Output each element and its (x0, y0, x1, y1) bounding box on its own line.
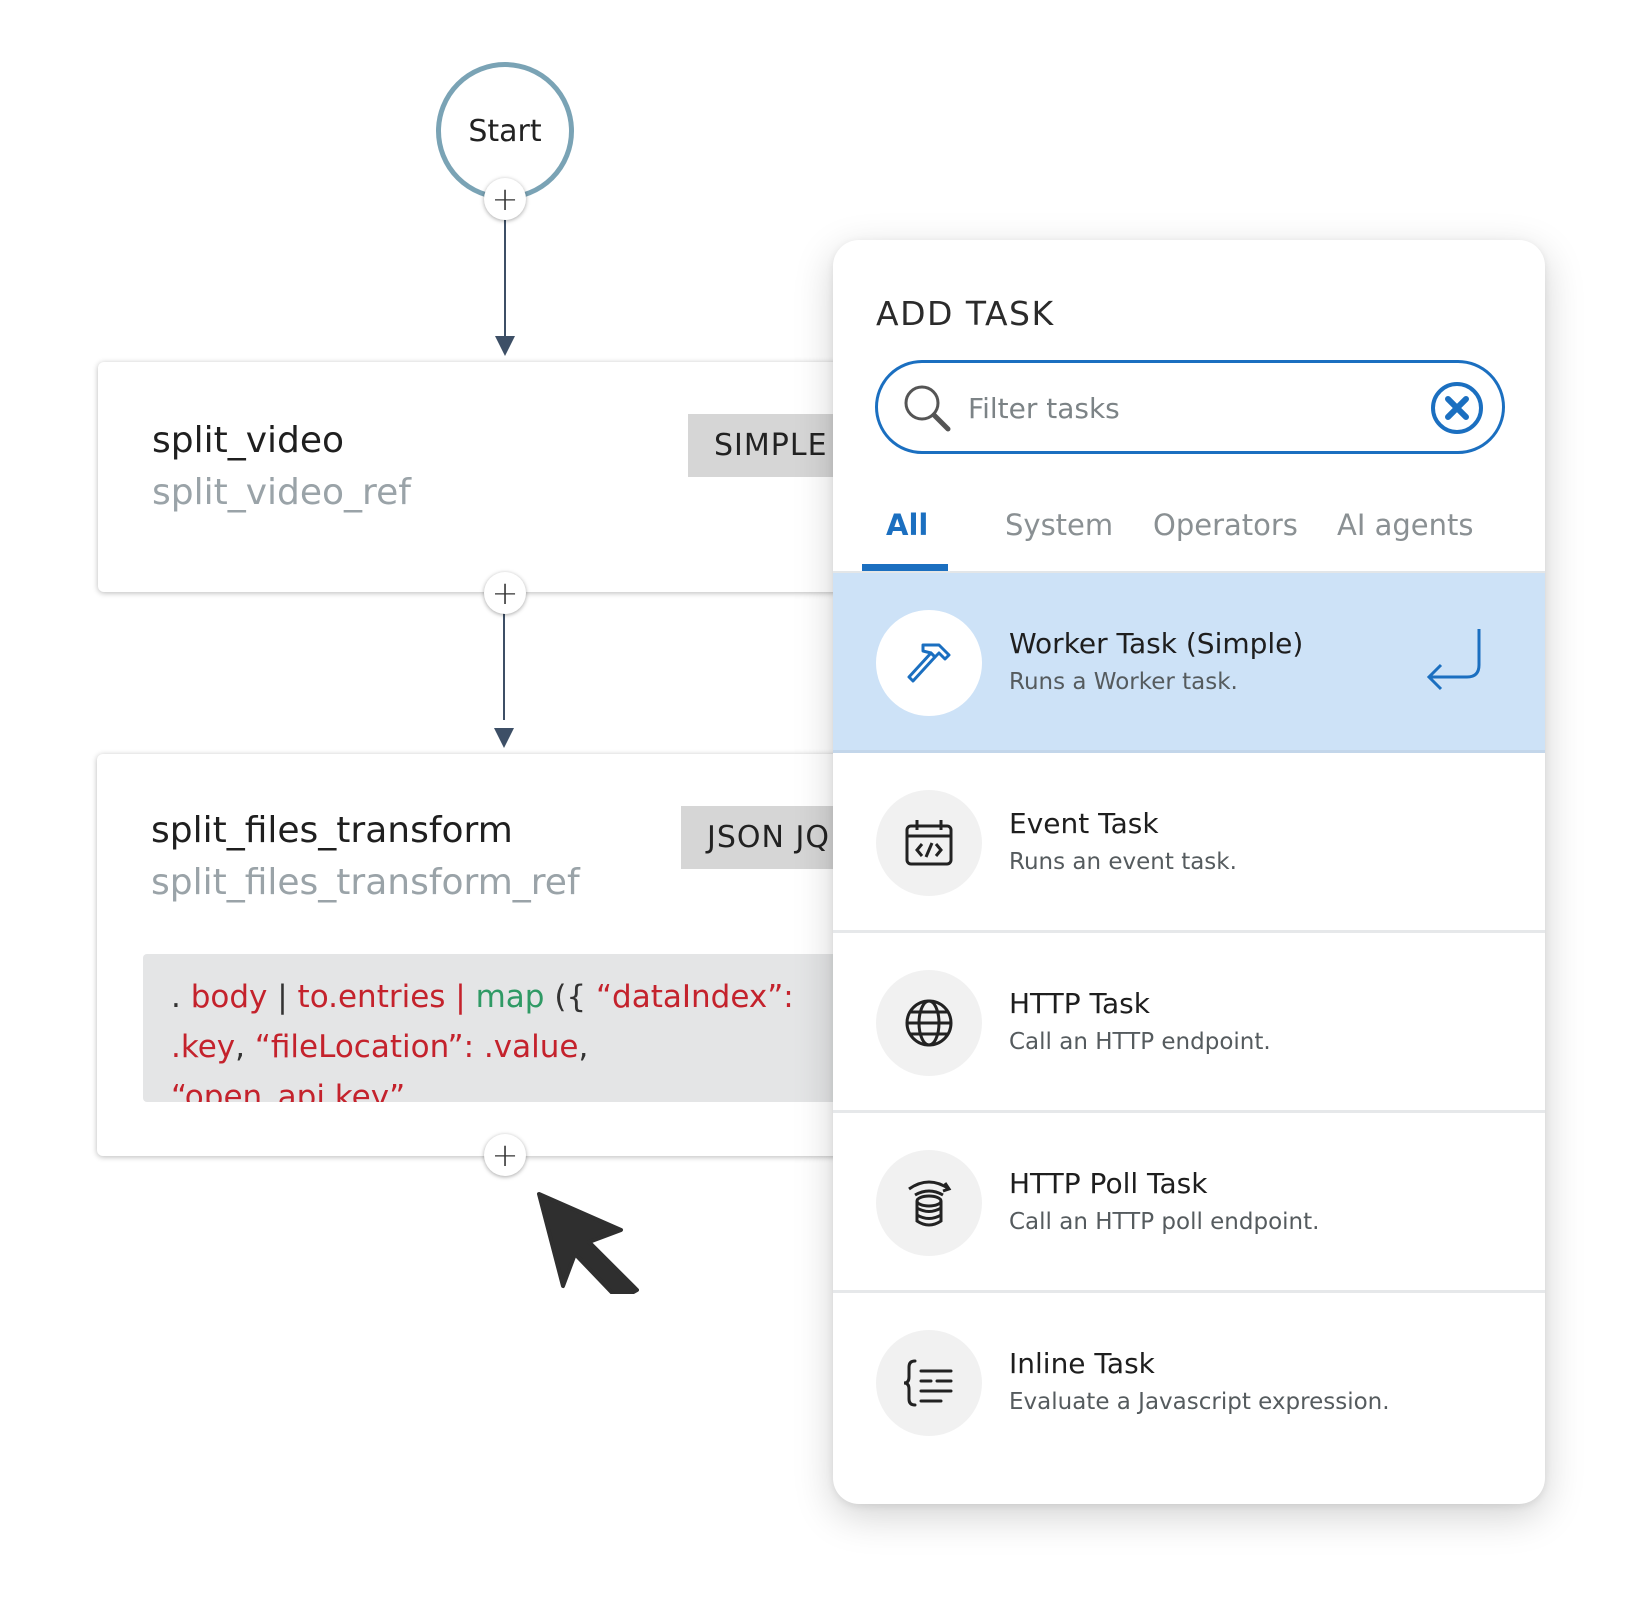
task-ref: split_video_ref (152, 472, 411, 513)
connector-arrow (494, 728, 514, 748)
code-token: .key (171, 1029, 236, 1065)
code-token: , (235, 1029, 255, 1065)
tab-operators[interactable]: Operators (1153, 508, 1298, 542)
panel-title: ADD TASK (876, 294, 1055, 333)
calendar-code-icon (876, 790, 982, 896)
task-ref: split_files_transform_ref (151, 862, 580, 903)
task-option-title: Event Task (1009, 807, 1159, 840)
task-option-description: Call an HTTP poll endpoint. (1009, 1209, 1320, 1235)
task-name: split_files_transform (151, 810, 513, 851)
jq-expression-block: . body | to.entries | map ({ “dataIndex”… (143, 954, 863, 1102)
task-option-description: Evaluate a Javascript expression. (1009, 1389, 1390, 1415)
code-line-3: “open_api key” (171, 1072, 835, 1102)
task-option-http[interactable]: HTTP Task Call an HTTP endpoint. (833, 933, 1545, 1113)
code-token: | (445, 979, 476, 1015)
task-option-http-poll[interactable]: HTTP Poll Task Call an HTTP poll endpoin… (833, 1113, 1545, 1293)
connector-line (504, 218, 506, 344)
search-box[interactable] (875, 360, 1505, 454)
code-token: .value (474, 1029, 579, 1065)
task-type-badge: SIMPLE (688, 414, 854, 477)
task-option-description: Call an HTTP endpoint. (1009, 1029, 1271, 1055)
active-tab-indicator (862, 564, 948, 572)
code-braces-icon (876, 1330, 982, 1436)
clear-search-icon[interactable] (1429, 380, 1485, 436)
task-list: Worker Task (Simple) Runs a Worker task. (833, 573, 1545, 1473)
task-option-title: Inline Task (1009, 1347, 1155, 1380)
tab-ai-agents[interactable]: AI agents (1337, 508, 1474, 542)
code-token: map (475, 979, 545, 1015)
globe-icon (876, 970, 982, 1076)
start-label: Start (468, 113, 542, 149)
add-task-button[interactable]: + (484, 1134, 526, 1176)
connector-line (503, 612, 505, 720)
add-task-button[interactable]: + (484, 572, 526, 614)
add-task-button[interactable]: + (484, 178, 526, 220)
tab-all[interactable]: All (886, 508, 929, 542)
task-option-description: Runs a Worker task. (1009, 669, 1238, 695)
code-token: “dataIndex”: (596, 979, 794, 1015)
code-line-2: .key, “fileLocation”: .value, (171, 1022, 835, 1072)
code-token: to.entries (297, 979, 446, 1015)
task-category-tabs: All System Operators AI agents (833, 508, 1545, 570)
mouse-pointer-icon (537, 1192, 639, 1294)
code-token: “open_api key” (171, 1079, 406, 1102)
task-option-title: HTTP Poll Task (1009, 1167, 1208, 1200)
hammer-icon (876, 610, 982, 716)
code-line-1: . body | to.entries | map ({ “dataIndex”… (171, 972, 835, 1022)
task-option-worker[interactable]: Worker Task (Simple) Runs a Worker task. (833, 573, 1545, 753)
task-card-split-video[interactable]: split_video split_video_ref SIMPLE (98, 362, 858, 592)
task-option-title: Worker Task (Simple) (1009, 627, 1304, 660)
code-token: “fileLocation”: (254, 1029, 475, 1065)
connector-arrow (495, 336, 515, 356)
filter-tasks-input[interactable] (966, 383, 1400, 433)
task-option-description: Runs an event task. (1009, 849, 1237, 875)
tab-system[interactable]: System (1005, 508, 1114, 542)
task-option-inline[interactable]: Inline Task Evaluate a Javascript expres… (833, 1293, 1545, 1473)
tabs-divider (833, 571, 1545, 573)
code-token: body (190, 979, 268, 1015)
search-icon (904, 385, 951, 432)
task-name: split_video (152, 420, 345, 461)
code-token: , (578, 1029, 589, 1065)
code-token: . (171, 979, 191, 1015)
code-token: | (267, 979, 298, 1015)
start-node[interactable]: Start (436, 62, 574, 200)
enter-key-icon (1426, 629, 1481, 691)
code-token: ({ (544, 979, 596, 1015)
task-type-badge: JSON JQ (681, 806, 856, 869)
task-option-title: HTTP Task (1009, 987, 1150, 1020)
add-task-panel: ADD TASK All System Operators AI agents (833, 240, 1545, 1504)
database-sync-icon (876, 1150, 982, 1256)
task-card-split-files-transform[interactable]: split_files_transform split_files_transf… (97, 754, 863, 1156)
task-option-event[interactable]: Event Task Runs an event task. (833, 753, 1545, 933)
